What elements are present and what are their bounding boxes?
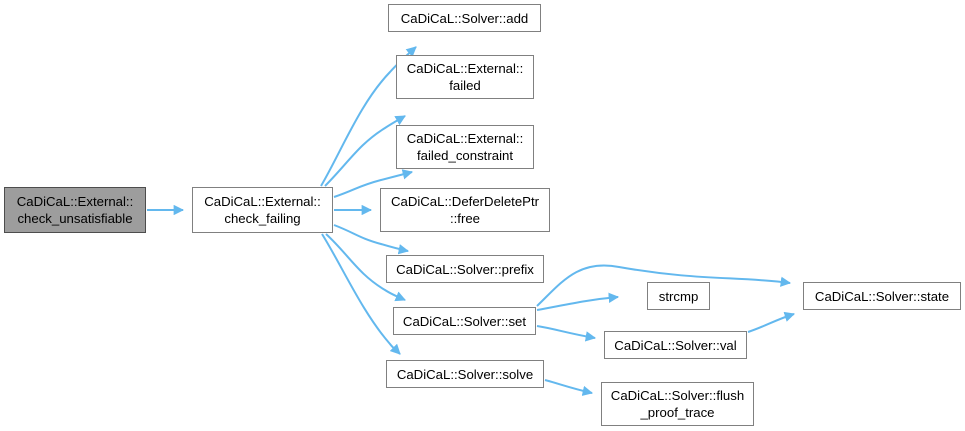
node-label: CaDiCaL::Solver::state bbox=[814, 288, 950, 304]
edge-solver_set-solver_val bbox=[536, 325, 597, 342]
node-solver-prefix[interactable]: CaDiCaL::Solver::prefix bbox=[386, 255, 544, 283]
node-strcmp[interactable]: strcmp bbox=[647, 282, 710, 310]
node-label: CaDiCaL::External:: check_unsatisfiable bbox=[16, 194, 134, 226]
edge-solver_set-strcmp bbox=[536, 292, 620, 311]
node-defer-delete-ptr-free[interactable]: CaDiCaL::DeferDeletePtr ::free bbox=[380, 188, 550, 232]
edge-solver_solve-solver_flush_proof_trace bbox=[544, 379, 594, 396]
node-solver-flush-proof-trace[interactable]: CaDiCaL::Solver::flush _proof_trace bbox=[601, 382, 754, 426]
node-label: CaDiCaL::External:: check_failing bbox=[204, 194, 321, 226]
node-label: CaDiCaL::Solver::set bbox=[402, 313, 527, 329]
edge-check_failing-external_failed bbox=[324, 115, 406, 187]
node-label: CaDiCaL::Solver::add bbox=[400, 10, 529, 26]
node-check-unsatisfiable[interactable]: CaDiCaL::External:: check_unsatisfiable bbox=[4, 187, 146, 233]
node-solver-state[interactable]: CaDiCaL::Solver::state bbox=[803, 282, 961, 310]
node-external-failed[interactable]: CaDiCaL::External:: failed bbox=[396, 55, 534, 99]
node-label: CaDiCaL::Solver::val bbox=[614, 337, 737, 353]
node-label: CaDiCaL::Solver::solve bbox=[396, 366, 534, 382]
node-label: CaDiCaL::External:: failed_constraint bbox=[406, 131, 524, 163]
node-label: CaDiCaL::DeferDeletePtr ::free bbox=[390, 194, 540, 226]
node-solver-add[interactable]: CaDiCaL::Solver::add bbox=[388, 4, 541, 32]
edge-check_failing-solver_solve bbox=[321, 233, 401, 355]
node-check-failing[interactable]: CaDiCaL::External:: check_failing bbox=[192, 187, 333, 233]
node-label: CaDiCaL::External:: failed bbox=[406, 61, 524, 93]
node-external-failed-constraint[interactable]: CaDiCaL::External:: failed_constraint bbox=[396, 125, 534, 169]
edge-solver_val-solver_state bbox=[747, 311, 795, 333]
node-solver-solve[interactable]: CaDiCaL::Solver::solve bbox=[386, 360, 544, 388]
node-label: strcmp bbox=[658, 288, 699, 304]
node-label: CaDiCaL::Solver::flush _proof_trace bbox=[610, 388, 745, 420]
node-solver-set[interactable]: CaDiCaL::Solver::set bbox=[393, 307, 536, 335]
node-label: CaDiCaL::Solver::prefix bbox=[396, 261, 534, 277]
node-solver-val[interactable]: CaDiCaL::Solver::val bbox=[604, 331, 747, 359]
